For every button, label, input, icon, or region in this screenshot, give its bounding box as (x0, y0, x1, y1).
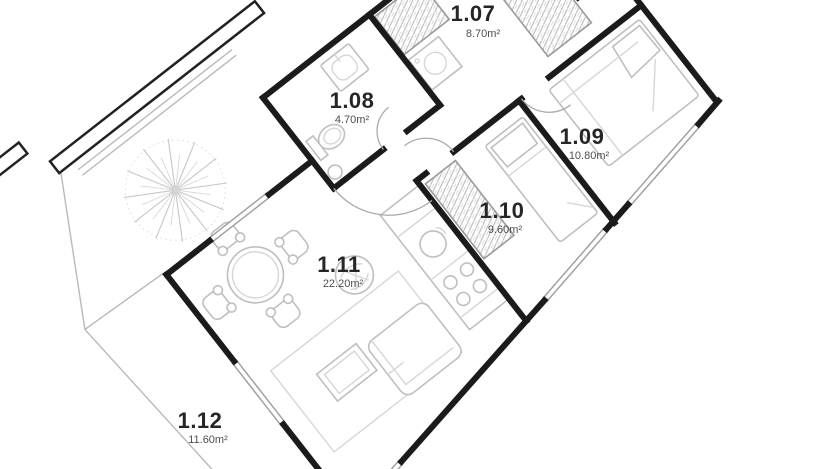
potted-plant (334, 255, 375, 295)
window-south-1-09 (625, 121, 702, 207)
site-boundaries (60, 49, 303, 469)
room-label-1-08: 1.08 (330, 88, 375, 113)
room-area-1-07: 8.70m² (466, 28, 501, 40)
door-arcs (333, 98, 571, 216)
room-label-1-07: 1.07 (451, 1, 496, 26)
room-label-1-12: 1.12 (178, 408, 223, 433)
bedroom-1-09-door-arc (520, 98, 571, 113)
bathroom-door-arc (376, 106, 389, 150)
room-labels: 1.07 8.70m² 1.08 4.70m² 1.09 10.80m² 1.1… (178, 1, 610, 446)
kitchen-sink (419, 230, 447, 258)
dining-chairs (202, 221, 309, 329)
walkway-line-1 (77, 49, 233, 171)
floor-drain (327, 164, 343, 180)
wardrobe-bedroom-1-10 (424, 159, 516, 260)
window-west-living (231, 359, 286, 427)
living-room-door-arc (333, 187, 433, 216)
coffee-table (315, 342, 379, 403)
dining-table (226, 246, 285, 304)
bedroom-1-10-door-arc (404, 137, 455, 153)
window-south-1-10 (541, 226, 610, 303)
bathroom-sink (320, 43, 370, 92)
bedroom-1-10-bed (485, 117, 598, 243)
sofa (367, 302, 462, 396)
room-area-1-09: 10.80m² (569, 150, 610, 162)
neighbor-wall (48, 0, 266, 175)
toilet (304, 123, 346, 162)
building-group (0, 0, 723, 469)
walkway-line-2 (82, 54, 237, 176)
window-north-living (207, 192, 271, 244)
property-line-west (60, 171, 86, 330)
room-area-1-11: 22.20m² (323, 278, 364, 290)
bedroom-1-09-bed (549, 19, 699, 167)
living-room-furniture (202, 184, 509, 453)
walls (162, 0, 723, 469)
wardrobe-hall-east (491, 0, 593, 58)
room-area-1-12: 11.60m² (188, 434, 228, 446)
windows (207, 121, 702, 469)
boundary-wall-stub (0, 140, 30, 257)
room-label-1-10: 1.10 (480, 198, 525, 223)
room-area-1-10: 9.60m² (488, 224, 523, 236)
tree-icon (123, 138, 227, 242)
room-label-1-11: 1.11 (317, 252, 361, 277)
kitchen-counter (379, 184, 509, 331)
stove (443, 262, 488, 307)
terrace-boundary (83, 271, 303, 469)
room-area-1-08: 4.70m² (335, 114, 370, 126)
room-label-1-09: 1.09 (560, 124, 605, 149)
